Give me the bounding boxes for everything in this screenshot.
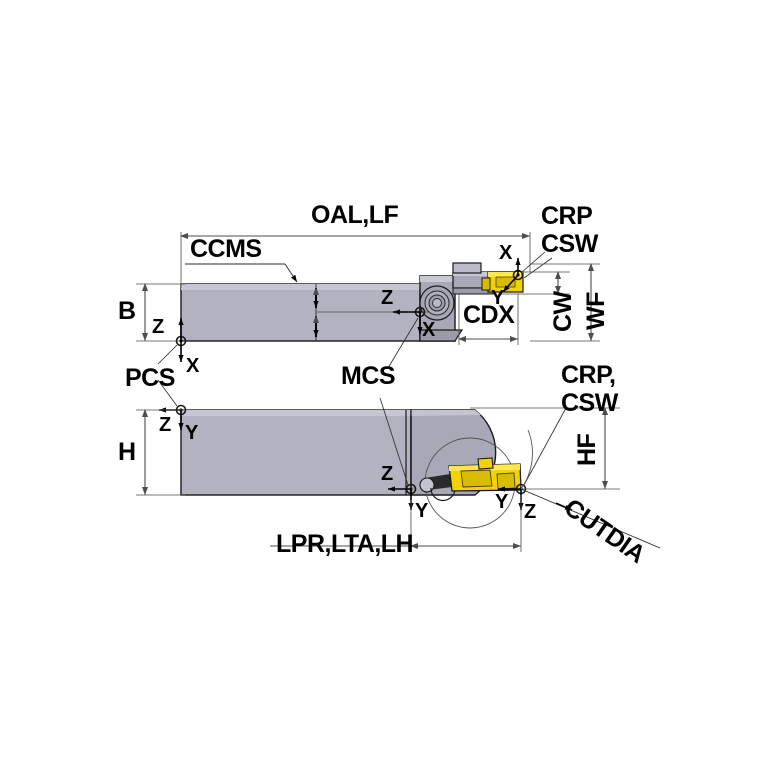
mcs-leader-top xyxy=(387,317,419,369)
axis-label-mcs-z-bottom: Z xyxy=(381,463,394,485)
mcs-leader-bottom xyxy=(379,397,409,486)
label-crp-bottom: CRP, xyxy=(561,361,616,389)
label-pcs: PCS xyxy=(125,364,175,392)
label-lpr-lta-lh: LPR,LTA,LH xyxy=(276,530,414,558)
axis-label-crp-z-bottom: Z xyxy=(524,501,537,523)
crp-point-top xyxy=(502,251,553,293)
top-view-shank xyxy=(180,283,421,342)
label-wf: WF xyxy=(582,292,610,330)
label-hf: HF xyxy=(573,433,601,466)
dim-h xyxy=(136,409,185,496)
shank-highlight-top xyxy=(181,284,420,290)
shank-highlight-bottom xyxy=(181,410,411,416)
ccms-leader-diag xyxy=(284,263,298,283)
label-b: B xyxy=(118,297,136,325)
dim-wf xyxy=(530,263,600,342)
insert-seat-bottom xyxy=(419,474,456,502)
pcs-leader-bottom xyxy=(157,379,178,407)
axis-label-mcs-z-top: Z xyxy=(381,287,394,309)
pcs-leader-top xyxy=(157,344,178,365)
csw-leader-top xyxy=(523,257,553,279)
label-crp-top: CRP xyxy=(541,202,593,230)
mcs-origin-top xyxy=(387,306,426,369)
axis-label-crp-y-bottom: Y xyxy=(495,491,509,513)
cutdia-arc xyxy=(520,429,533,490)
top-view-group xyxy=(136,232,600,369)
blade-clamp-top xyxy=(452,262,482,274)
insert-pivot-bottom xyxy=(419,477,435,493)
crp-leader-top xyxy=(521,251,546,273)
dim-cdx xyxy=(458,294,519,345)
axis-label-pcs-x-top: X xyxy=(186,355,200,377)
insert-clamp-arc xyxy=(430,487,456,502)
insert-top-tab-bottom xyxy=(477,457,494,470)
axis-label-crp-x-top: X xyxy=(499,242,513,264)
shank-body-top xyxy=(180,283,421,342)
axis-label-mcs-x-top: X xyxy=(422,319,436,341)
cutdia-annotation xyxy=(520,429,661,549)
pcs-origin-top xyxy=(157,318,187,365)
dim-hf xyxy=(470,407,620,490)
insert-shoulder-top xyxy=(481,277,491,291)
shank-body-bottom xyxy=(180,409,412,496)
label-h: H xyxy=(118,438,136,466)
blade-arm-highlight-top xyxy=(453,272,513,276)
dim-cw xyxy=(498,271,570,295)
axis-label-pcs-y-bottom: Y xyxy=(185,422,199,444)
crp-csw-leader-bottom xyxy=(523,407,567,486)
insert-face-bottom xyxy=(460,469,493,488)
bottom-view-group xyxy=(136,379,661,552)
label-ccms: CCMS xyxy=(190,235,262,263)
label-oal-lf: OAL,LF xyxy=(311,201,399,229)
insert-corner-bottom xyxy=(496,472,516,490)
top-view-head xyxy=(419,275,464,342)
label-csw-bottom: CSW xyxy=(561,389,618,417)
axis-label-mcs-y-bottom: Y xyxy=(415,500,429,522)
crp-axis-y-top xyxy=(502,274,519,293)
dim-lpr-lta-lh xyxy=(270,495,522,552)
axis-label-pcs-z-bottom: Z xyxy=(159,414,172,436)
axis-label-pcs-z-top: Z xyxy=(152,316,165,338)
clamp-screw-center-top xyxy=(432,298,442,308)
leader-ccms xyxy=(185,263,298,283)
head-round-highlight xyxy=(411,410,481,416)
cutdia-leader xyxy=(520,488,661,549)
cutdia-arrow xyxy=(555,502,573,511)
axis-label-crp-y-top: Y xyxy=(491,287,505,309)
label-csw-top: CSW xyxy=(541,230,598,258)
label-cw: CW xyxy=(549,291,577,332)
cutting-insert-bottom xyxy=(448,457,522,492)
head-block-highlight xyxy=(420,276,455,282)
bottom-view-shank xyxy=(180,409,412,496)
label-cdx: CDX xyxy=(463,301,515,329)
label-mcs: MCS xyxy=(341,362,396,390)
